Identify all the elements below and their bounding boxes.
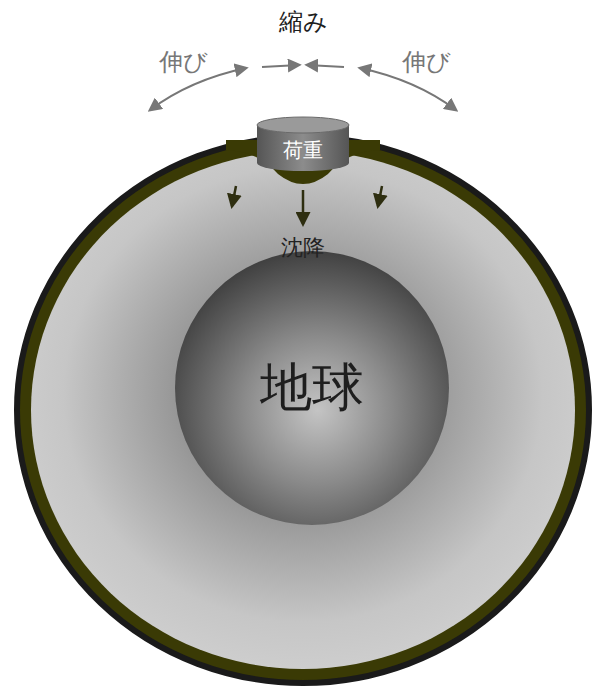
compression-arrow [262,65,299,67]
subsidence-arrow [232,186,236,206]
cylinder-top [257,117,349,133]
earth-surface [17,137,589,683]
compression-arrow [307,65,344,67]
core-fill [175,251,449,525]
core-circle: 地球 [174,250,450,526]
subsidence-label: 沈降 [281,236,325,260]
extension-label: 伸び [159,49,208,75]
subsidence-arrows [232,186,382,224]
node-text: 地球 [260,359,364,416]
load-cylinder: 荷重 [256,116,350,172]
subsidence-arrow [378,186,382,206]
subsidence-arrow [302,190,305,224]
compression-label: 縮み [279,9,328,35]
mantle [31,151,575,669]
node-text: 荷重 [283,139,323,161]
extension-label: 伸び [402,49,451,75]
